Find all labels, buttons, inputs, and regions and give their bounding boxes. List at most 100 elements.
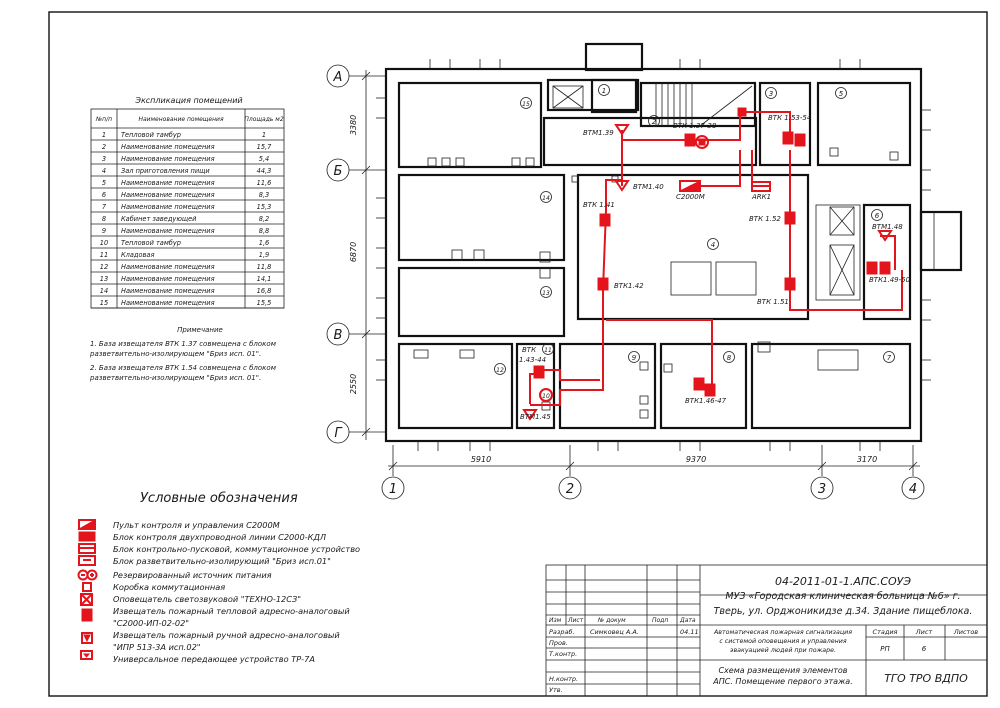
col-axis-1: 1 bbox=[381, 445, 405, 500]
col-axis-4: 4 bbox=[901, 445, 925, 500]
room-number: 15 bbox=[522, 101, 530, 108]
explication-name: Наименование помещения bbox=[121, 275, 215, 283]
legend-manual-call-point-icon bbox=[81, 632, 93, 644]
legend-title: Условные обозначения bbox=[140, 491, 298, 506]
dim-horizontal-2: 9370 bbox=[686, 455, 706, 464]
doc-code: 04-2011-01-1.АПС.СОУЭ bbox=[775, 575, 911, 588]
room-number: 4 bbox=[711, 241, 715, 249]
sheet-title-2: АПС. Помещение первого этажа. bbox=[712, 677, 852, 686]
row-axis-label: Г bbox=[334, 426, 343, 441]
interior-walls bbox=[397, 78, 912, 430]
control-panel-icon bbox=[679, 180, 701, 192]
stairs bbox=[655, 83, 753, 127]
room-number: 12 bbox=[496, 367, 504, 374]
dim-vertical-1: 3380 bbox=[349, 115, 358, 135]
heat-detector-icon bbox=[794, 133, 806, 147]
heat-detector-icon bbox=[597, 277, 609, 291]
list-value: 6 bbox=[922, 645, 927, 653]
hdr-izm: Изм bbox=[549, 617, 562, 624]
heat-detector-icon bbox=[784, 277, 796, 291]
device-label: ВТК 1.51 bbox=[757, 298, 789, 306]
device-label: ВТК 1.37-38 bbox=[673, 122, 717, 130]
annex-right bbox=[919, 210, 963, 272]
legend-transmitter-icon bbox=[80, 650, 93, 660]
legend-junction-box-icon bbox=[82, 582, 92, 592]
dim-vertical-2: 6870 bbox=[349, 242, 358, 262]
explication-name: Наименование помещения bbox=[121, 299, 215, 307]
desc-line-2: с системой оповещения и управления bbox=[719, 638, 847, 645]
hdr-data: Дата bbox=[679, 617, 696, 624]
room-marker: 15 bbox=[520, 97, 532, 109]
explication-num: 5 bbox=[102, 179, 106, 187]
room-marker: 6 bbox=[871, 209, 883, 221]
room-marker: 8 bbox=[723, 351, 735, 363]
sheet-title-1: Схема размещения элементов bbox=[718, 666, 847, 675]
device-labels: ВТМ1.39 ВТК 1.37-38 ВТК 1.53-54 ВТМ1.40 … bbox=[519, 114, 911, 421]
explication-name: Наименование помещения bbox=[121, 287, 215, 295]
razrab-date: 04.11 bbox=[680, 628, 699, 636]
room-number-markers: 1 2 3 4 5 6 7 8 9 10 11 12 13 14 15 bbox=[494, 84, 895, 401]
room-marker: 3 bbox=[765, 87, 777, 99]
explication-num: 12 bbox=[100, 263, 108, 271]
explication-name: Тепловой тамбур bbox=[121, 131, 181, 139]
explication-name: Наименование помещения bbox=[121, 179, 215, 187]
desc-line-3: эвакуацией людей при пожаре. bbox=[730, 647, 836, 654]
device-label: ВТМ1.48 bbox=[872, 223, 903, 231]
explication-name: Кладовая bbox=[121, 251, 154, 259]
row-razrab: Разраб. bbox=[549, 628, 575, 636]
explication-num: 8 bbox=[102, 215, 106, 223]
room-marker: 5 bbox=[835, 87, 847, 99]
heat-detector-icon bbox=[533, 365, 545, 379]
legend-item: "С2000-ИП-02-02" bbox=[113, 618, 189, 628]
listov-label: Листов bbox=[953, 628, 978, 636]
room-number: 6 bbox=[875, 212, 880, 220]
heat-detector-icon bbox=[784, 211, 796, 225]
org-line-2: Тверь, ул. Орджоникидзе д.34. Здание пищ… bbox=[714, 606, 973, 617]
vent-shaft-top bbox=[584, 42, 644, 72]
row-tkontr: Т.контр. bbox=[549, 650, 577, 658]
legend-kdl-icon bbox=[78, 531, 96, 542]
row-utv: Утв. bbox=[549, 686, 563, 694]
explication-area: 44,3 bbox=[257, 167, 272, 175]
explication-name: Наименование помещения bbox=[121, 191, 215, 199]
explication-num: 7 bbox=[102, 203, 107, 211]
legend: Условные обозначения Пульт контроля и уп… bbox=[77, 491, 360, 664]
stadia-label: Стадия bbox=[873, 628, 898, 636]
desk bbox=[817, 349, 859, 371]
explication-col-name: Наименование помещения bbox=[138, 116, 224, 123]
explication-name: Наименование помещения bbox=[121, 203, 215, 211]
explication-num: 2 bbox=[102, 143, 106, 151]
room-number: 3 bbox=[769, 90, 773, 98]
sounder-icon bbox=[877, 230, 893, 242]
kitchen-table bbox=[715, 261, 757, 296]
isolator-icon bbox=[539, 388, 553, 402]
legend-item: Извещатель пожарный ручной адресно-анало… bbox=[113, 630, 340, 640]
room-marker: 2 bbox=[648, 115, 660, 127]
hdr-podp: Подп bbox=[652, 617, 668, 624]
room-number: 10 bbox=[542, 393, 550, 400]
heat-detector-icon bbox=[782, 131, 794, 145]
device-label: ВТМ1.39 bbox=[583, 129, 614, 137]
row-axis-b: Б bbox=[326, 158, 385, 182]
org-line-1: МУЗ «Городская клиническая больница №6» … bbox=[725, 591, 960, 602]
explication-col-area: Площадь м2 bbox=[244, 116, 283, 123]
explication-col-num: №п/п bbox=[95, 116, 112, 123]
room-marker: 9 bbox=[628, 351, 640, 363]
device-label: ВТК 1.41 bbox=[583, 201, 615, 209]
row-axis-v: В bbox=[326, 322, 385, 346]
row-nkontr: Н.контр. bbox=[549, 675, 578, 683]
room-number: 7 bbox=[887, 354, 892, 362]
col-axis-label: 1 bbox=[389, 482, 397, 497]
razrab-name: Симковец А.А. bbox=[590, 628, 639, 636]
explication-num: 6 bbox=[102, 191, 106, 199]
room-marker: 14 bbox=[540, 191, 552, 203]
explication-name: Кабинет заведующей bbox=[121, 215, 197, 223]
explication-area: 16,8 bbox=[257, 287, 272, 295]
device-label: ВТМ1.40 bbox=[633, 183, 664, 191]
dim-horizontal-3: 3170 bbox=[857, 455, 877, 464]
title-block: 04-2011-01-1.АПС.СОУЭ МУЗ «Городская кли… bbox=[545, 564, 988, 697]
note-line: 1. База извещателя ВТК 1.37 совмещена с … bbox=[90, 340, 277, 348]
